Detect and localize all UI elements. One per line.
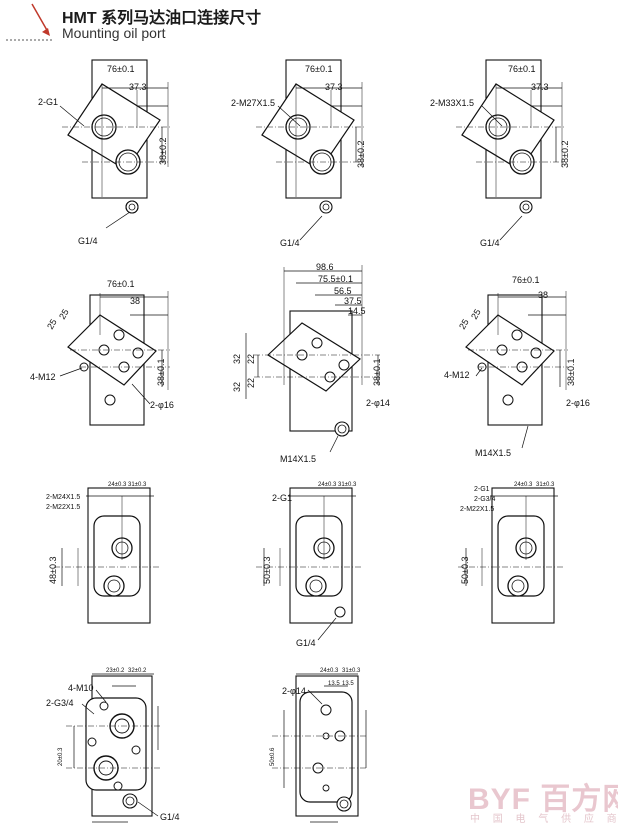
dim-76-a: 76±0.1: [107, 64, 134, 74]
port-label-4m12-a: 4-M12: [30, 372, 56, 382]
dim-38-02-a: 38±0.2: [158, 138, 168, 165]
dim-38-d: 38: [130, 296, 140, 306]
dim-48-03: 48±0.3: [48, 557, 58, 584]
port-label-4m12-b: 4-M12: [444, 370, 470, 380]
dim-76-f: 76±0.1: [512, 275, 539, 285]
port-label-g14-d: G1/4: [296, 638, 316, 648]
dim-13-5-b: 13.5: [342, 681, 354, 687]
dim-50-03-a: 50±0.3: [262, 557, 272, 584]
port-label-2m22-b: 2-M22X1.5: [460, 506, 494, 513]
port-label-g14-c: G1/4: [480, 238, 500, 248]
g14-port-mark: [125, 200, 139, 214]
dim-25-f2: 25: [469, 307, 483, 321]
drawing-2g1-row3: [255, 487, 363, 624]
dim-37-3-b: 37.3: [325, 82, 343, 92]
port-label-2m27: 2-M27X1.5: [231, 98, 275, 108]
header: HMT 系列马达油口连接尺寸 Mounting oil port: [0, 0, 618, 48]
corner-arrow-icon: [6, 3, 52, 41]
port-label-2phi14-a: 2-φ14: [366, 398, 390, 408]
port-label-m14-a: M14X1.5: [280, 454, 316, 464]
dim-31-03-a: 31±0.3: [128, 482, 147, 488]
dim-31-03-d: 31±0.3: [342, 668, 361, 674]
port-label-2g1-c: 2-G1: [474, 486, 490, 493]
watermark-logo: BYF 百方网: [468, 783, 618, 816]
port-label-g14-a: G1/4: [78, 236, 98, 246]
dim-38-01-f: 38±0.1: [566, 359, 576, 386]
dim-76-b: 76±0.1: [305, 64, 332, 74]
dim-98-6: 98.6: [316, 262, 334, 272]
dim-31-03-c: 31±0.3: [536, 482, 555, 488]
dim-32-a: 32: [232, 354, 242, 364]
dim-22-b: 22: [246, 378, 256, 388]
dim-13-5-a: 13.5: [328, 681, 340, 687]
dim-76-c: 76±0.1: [508, 64, 535, 74]
drawing-4m10: [66, 673, 162, 823]
dim-25-d1: 25: [45, 317, 59, 331]
dim-38-01-e: 38±0.1: [372, 359, 382, 386]
dim-25-d2: 25: [57, 307, 71, 321]
port-label-2g1-a: 2-G1: [38, 97, 58, 107]
drawing-2phi14-bottom: [272, 673, 368, 823]
dim-37-5: 37.5: [344, 296, 362, 306]
page-title: HMT 系列马达油口连接尺寸: [62, 10, 262, 27]
port-label-2phi16-b: 2-φ16: [566, 398, 590, 408]
watermark-subtitle: 中 国 电 气 供 应 商: [470, 814, 618, 825]
port-label-2g34-a: 2-G3/4: [474, 496, 496, 503]
port-label-2phi16-a: 2-φ16: [150, 400, 174, 410]
dim-32-02: 32±0.2: [128, 668, 147, 674]
port-label-g14-e: G1/4: [160, 812, 180, 822]
port-label-4m10: 4-M10: [68, 683, 94, 693]
dim-24-03-c: 24±0.3: [514, 482, 533, 488]
dim-37-3-c: 37.3: [531, 82, 549, 92]
dim-38-02-b: 38±0.2: [356, 141, 366, 168]
page-subtitle: Mounting oil port: [62, 25, 166, 41]
drawing-4m12-right: [465, 290, 569, 426]
dim-56-5: 56.5: [334, 286, 352, 296]
drawing-2phi14-center: [245, 265, 380, 437]
dim-50-06: 50±0.6: [270, 747, 276, 766]
dim-24-03-b: 24±0.3: [318, 482, 337, 488]
dim-24-03-d: 24±0.3: [320, 668, 339, 674]
dim-76-d: 76±0.1: [107, 279, 134, 289]
dim-38-f: 38: [538, 290, 548, 300]
dim-38-01-d: 38±0.1: [156, 359, 166, 386]
dim-24-03-a: 24±0.3: [108, 482, 127, 488]
port-label-2m22-a: 2-M22X1.5: [46, 504, 80, 511]
port-label-2g1-b: 2-G1: [272, 493, 292, 503]
dim-22-a: 22: [246, 354, 256, 364]
dim-50-03-b: 50±0.3: [460, 557, 470, 584]
dim-14-5: 14.5: [348, 306, 366, 316]
port-label-2m24: 2-M24X1.5: [46, 494, 80, 501]
dim-31-03-b: 31±0.3: [338, 482, 357, 488]
drawing-2g1: [61, 59, 171, 214]
dim-37-3-a: 37.3: [129, 82, 147, 92]
port-label-2g34-b: 2-G3/4: [46, 698, 74, 708]
port-label-g14-b: G1/4: [280, 238, 300, 248]
dim-75-5: 75.5±0.1: [318, 274, 353, 284]
dim-25-f1: 25: [457, 317, 471, 331]
port-label-m14-b: M14X1.5: [475, 448, 511, 458]
dim-23-02: 23±0.2: [106, 668, 125, 674]
dim-20-03: 20±0.3: [58, 747, 64, 766]
dim-32-b: 32: [232, 382, 242, 392]
dim-38-02-c: 38±0.2: [560, 141, 570, 168]
port-label-2m33: 2-M33X1.5: [430, 98, 474, 108]
port-label-2phi14-b: 2-φ14: [282, 686, 306, 696]
drawing-2m27: [255, 59, 365, 214]
